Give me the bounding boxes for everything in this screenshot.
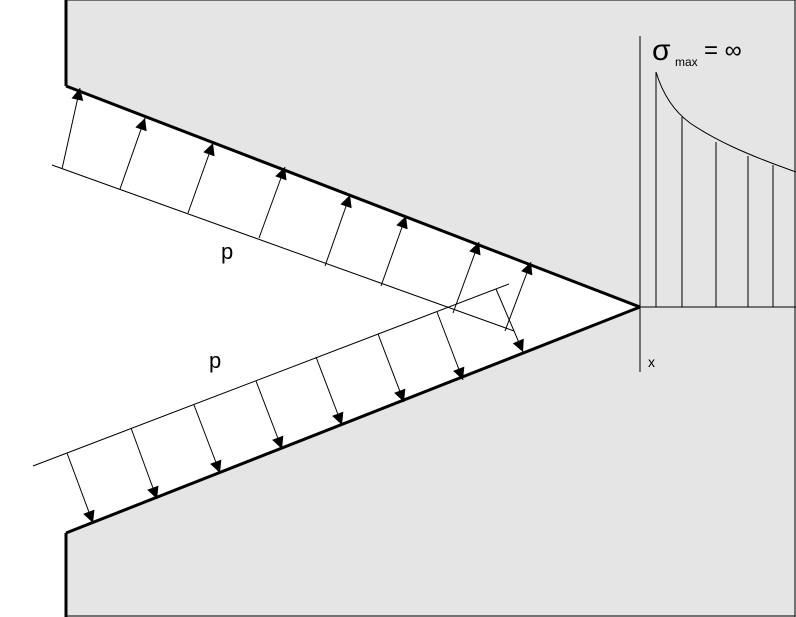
lower-load-baseline (32, 283, 510, 467)
lower-arrow (377, 333, 406, 403)
upper-pressure-arrows (61, 87, 533, 332)
notch-upper-face (65, 84, 641, 309)
notch-lower-face (65, 305, 641, 535)
sigma-symbol: σ (652, 34, 671, 67)
stress-hatch-lines (655, 72, 774, 307)
upper-arrow (380, 215, 408, 287)
sigma-value: = ∞ (704, 37, 742, 64)
upper-arrow (324, 194, 352, 267)
lower-arrow (495, 288, 524, 353)
lower-arrow (193, 404, 222, 474)
upper-arrow (119, 117, 147, 190)
lower-load-label: p (209, 348, 221, 373)
upper-arrow (187, 142, 215, 214)
stress-distribution-curve (655, 71, 796, 173)
upper-load-baseline (51, 164, 515, 332)
upper-arrow (61, 87, 84, 170)
lower-arrow (436, 311, 465, 381)
lower-arrow (255, 380, 284, 450)
lower-arrow (66, 452, 95, 524)
x-axis-label: x (648, 354, 655, 370)
sigma-subscript: max (675, 55, 698, 69)
upper-load-label: p (221, 239, 233, 264)
lower-arrow (130, 427, 159, 500)
upper-arrow (452, 241, 481, 314)
upper-arrow (258, 166, 287, 239)
lower-pressure-arrows (66, 288, 524, 524)
lower-arrow (315, 356, 344, 426)
